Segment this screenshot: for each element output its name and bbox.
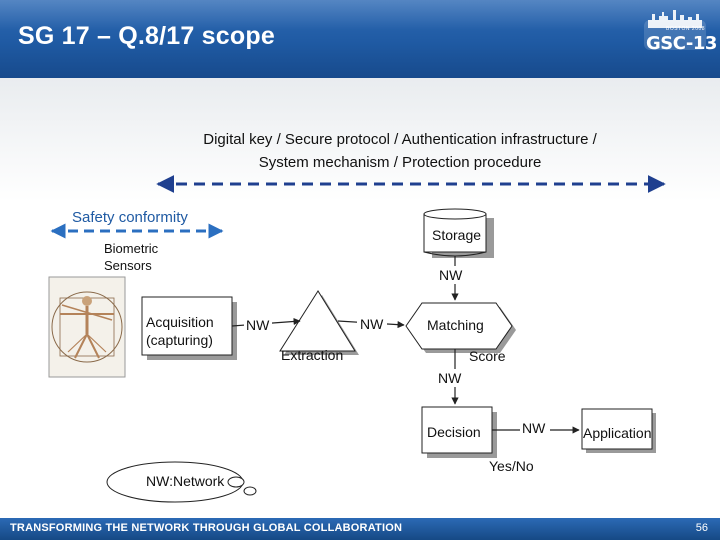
- slide-title: SG 17 – Q.8/17 scope: [18, 22, 275, 50]
- nw-label-extraction: NW: [360, 316, 384, 332]
- slide-footer: TRANSFORMING THE NETWORK THROUGH GLOBAL …: [0, 518, 720, 540]
- page-number: 56: [695, 522, 708, 534]
- extraction-label: Extraction: [281, 347, 344, 363]
- logo-text: GSC-13: [646, 33, 717, 54]
- matching-hexagon: [405, 302, 513, 350]
- yes-no-label: Yes/No: [489, 458, 534, 474]
- decision-box: [421, 406, 493, 454]
- header-shine: [0, 0, 720, 30]
- application-box: [581, 408, 653, 450]
- sensors-label-line1: Biometric: [104, 241, 159, 256]
- storage-cylinder-icon: [423, 208, 494, 258]
- callout-cloud-icon: [106, 461, 257, 503]
- safety-conformity-label: Safety conformity: [72, 209, 188, 226]
- acquisition-label-line2: (capturing): [146, 332, 213, 348]
- sensors-label-line2: Sensors: [104, 258, 152, 273]
- matching-label: Matching: [427, 317, 484, 333]
- nw-label-decision: NW: [522, 420, 546, 436]
- storage-label: Storage: [432, 227, 482, 243]
- logo-subtitle: BOSTON 2008: [666, 26, 706, 32]
- scope-line-1: Digital key / Secure protocol / Authenti…: [203, 131, 597, 148]
- nw-label-storage: NW: [439, 267, 463, 283]
- gsc-logo-icon: [644, 10, 706, 50]
- scope-line-2: System mechanism / Protection procedure: [258, 154, 542, 171]
- acquisition-label-line1: Acquisition: [146, 314, 214, 330]
- nw-label-matching: NW: [438, 370, 462, 386]
- network-legend-label: NW:Network: [146, 473, 225, 489]
- slide-header: SG 17 – Q.8/17 scope BOSTON 2008 GSC-13: [0, 0, 720, 78]
- vitruvian-man-image: [48, 276, 126, 378]
- nw-label-acquisition: NW: [246, 317, 270, 333]
- footer-tagline: TRANSFORMING THE NETWORK THROUGH GLOBAL …: [10, 522, 403, 534]
- decision-label: Decision: [427, 424, 481, 440]
- score-label: Score: [469, 348, 506, 364]
- application-label: Application: [583, 425, 652, 441]
